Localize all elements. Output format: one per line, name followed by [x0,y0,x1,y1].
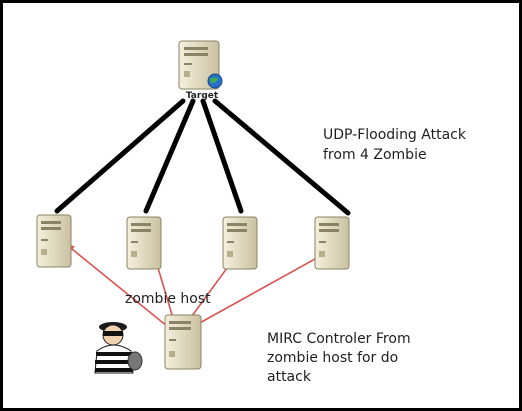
attack-line-1 [54,98,186,214]
controller-label: MIRC Controler From zombie host for do a… [267,331,411,385]
zombie-server-1 [36,214,72,268]
controller-server-icon [164,314,202,370]
attack-line-3 [200,98,244,214]
server-globe-icon [178,40,223,90]
zombie-server-3 [222,216,258,270]
zombie-server-2 [126,216,162,270]
control-arrow-1 [66,244,179,336]
network-diagram [36,40,351,374]
attack-line-2 [143,98,196,214]
attack-lines [54,98,351,216]
target-label: Target [185,91,219,101]
attack-line-4 [212,98,351,216]
control-arrow-4 [177,248,334,336]
attack-title: UDP-Flooding Attack from 4 Zombie [323,127,466,163]
zombie-server-4 [314,216,350,270]
zombie-host-label: zombie host [125,291,211,307]
burglar-icon [94,322,143,374]
